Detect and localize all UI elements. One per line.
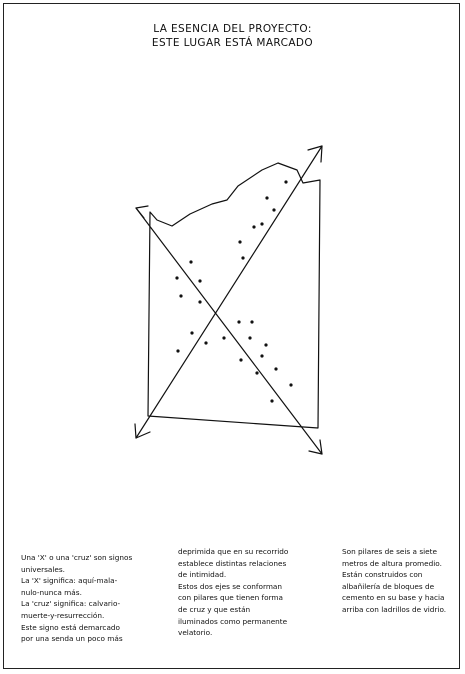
text-line: metros de altura promedio. <box>342 558 460 570</box>
text-line: Este signo está demarcado <box>21 622 153 634</box>
text-line: establece distintas relaciones <box>178 558 318 570</box>
pillar-marker <box>190 331 193 334</box>
description-column-2: deprimida que en su recorrido establece … <box>178 546 318 639</box>
text-line: cemento en su base y hacia <box>342 592 460 604</box>
text-line: velatorio. <box>178 627 318 639</box>
pillar-marker <box>252 225 255 228</box>
pillar-marker <box>198 279 201 282</box>
text-line: por una senda un poco más <box>21 633 153 645</box>
axis-diagonal-b <box>136 146 322 438</box>
pillar-marker <box>272 208 275 211</box>
text-line: arriba con ladrillos de vidrio. <box>342 604 460 616</box>
text-line: universales. <box>21 564 153 576</box>
text-line: de cruz y que están <box>178 604 318 616</box>
text-line: Están construidos con <box>342 569 460 581</box>
text-line: deprimida que en su recorrido <box>178 546 318 558</box>
pillar-marker <box>264 343 267 346</box>
pillar-marker <box>289 383 292 386</box>
pillar-marker <box>270 399 273 402</box>
pillar-marker <box>255 371 258 374</box>
text-line: Una 'X' o una 'cruz' son signos <box>21 552 153 564</box>
text-line: La 'cruz' significa: calvario- <box>21 598 153 610</box>
pillar-marker <box>260 222 263 225</box>
pillar-markers <box>175 180 292 402</box>
text-line: Estos dos ejes se conforman <box>178 581 318 593</box>
pillar-marker <box>189 260 192 263</box>
pillar-marker <box>250 320 253 323</box>
pillar-marker <box>260 354 263 357</box>
pillar-marker <box>204 341 207 344</box>
description-column-1: Una 'X' o una 'cruz' son signos universa… <box>21 552 153 645</box>
text-line: con pilares que tienen forma <box>178 592 318 604</box>
pillar-marker <box>238 240 241 243</box>
text-line: de intimidad. <box>178 569 318 581</box>
arrowhead-top-left <box>136 206 148 218</box>
site-boundary <box>148 163 320 428</box>
description-column-3: Son pilares de seis a siete metros de al… <box>342 546 460 616</box>
pillar-marker <box>176 349 179 352</box>
pillar-marker <box>241 256 244 259</box>
pillar-marker <box>198 300 201 303</box>
pillar-marker <box>175 276 178 279</box>
pillar-marker <box>274 367 277 370</box>
text-line: muerte-y-resurrección. <box>21 610 153 622</box>
pillar-marker <box>284 180 287 183</box>
pillar-marker <box>239 358 242 361</box>
pillar-marker <box>179 294 182 297</box>
pillar-marker <box>222 336 225 339</box>
text-line: Son pilares de seis a siete <box>342 546 460 558</box>
text-line: nulo-nunca más. <box>21 587 153 599</box>
pillar-marker <box>265 196 268 199</box>
text-line: iluminados como permanente <box>178 616 318 628</box>
text-line: albañilería de bloques de <box>342 581 460 593</box>
pillar-marker <box>237 320 240 323</box>
text-line: La 'X' significa: aquí-mala- <box>21 575 153 587</box>
pillar-marker <box>248 336 251 339</box>
